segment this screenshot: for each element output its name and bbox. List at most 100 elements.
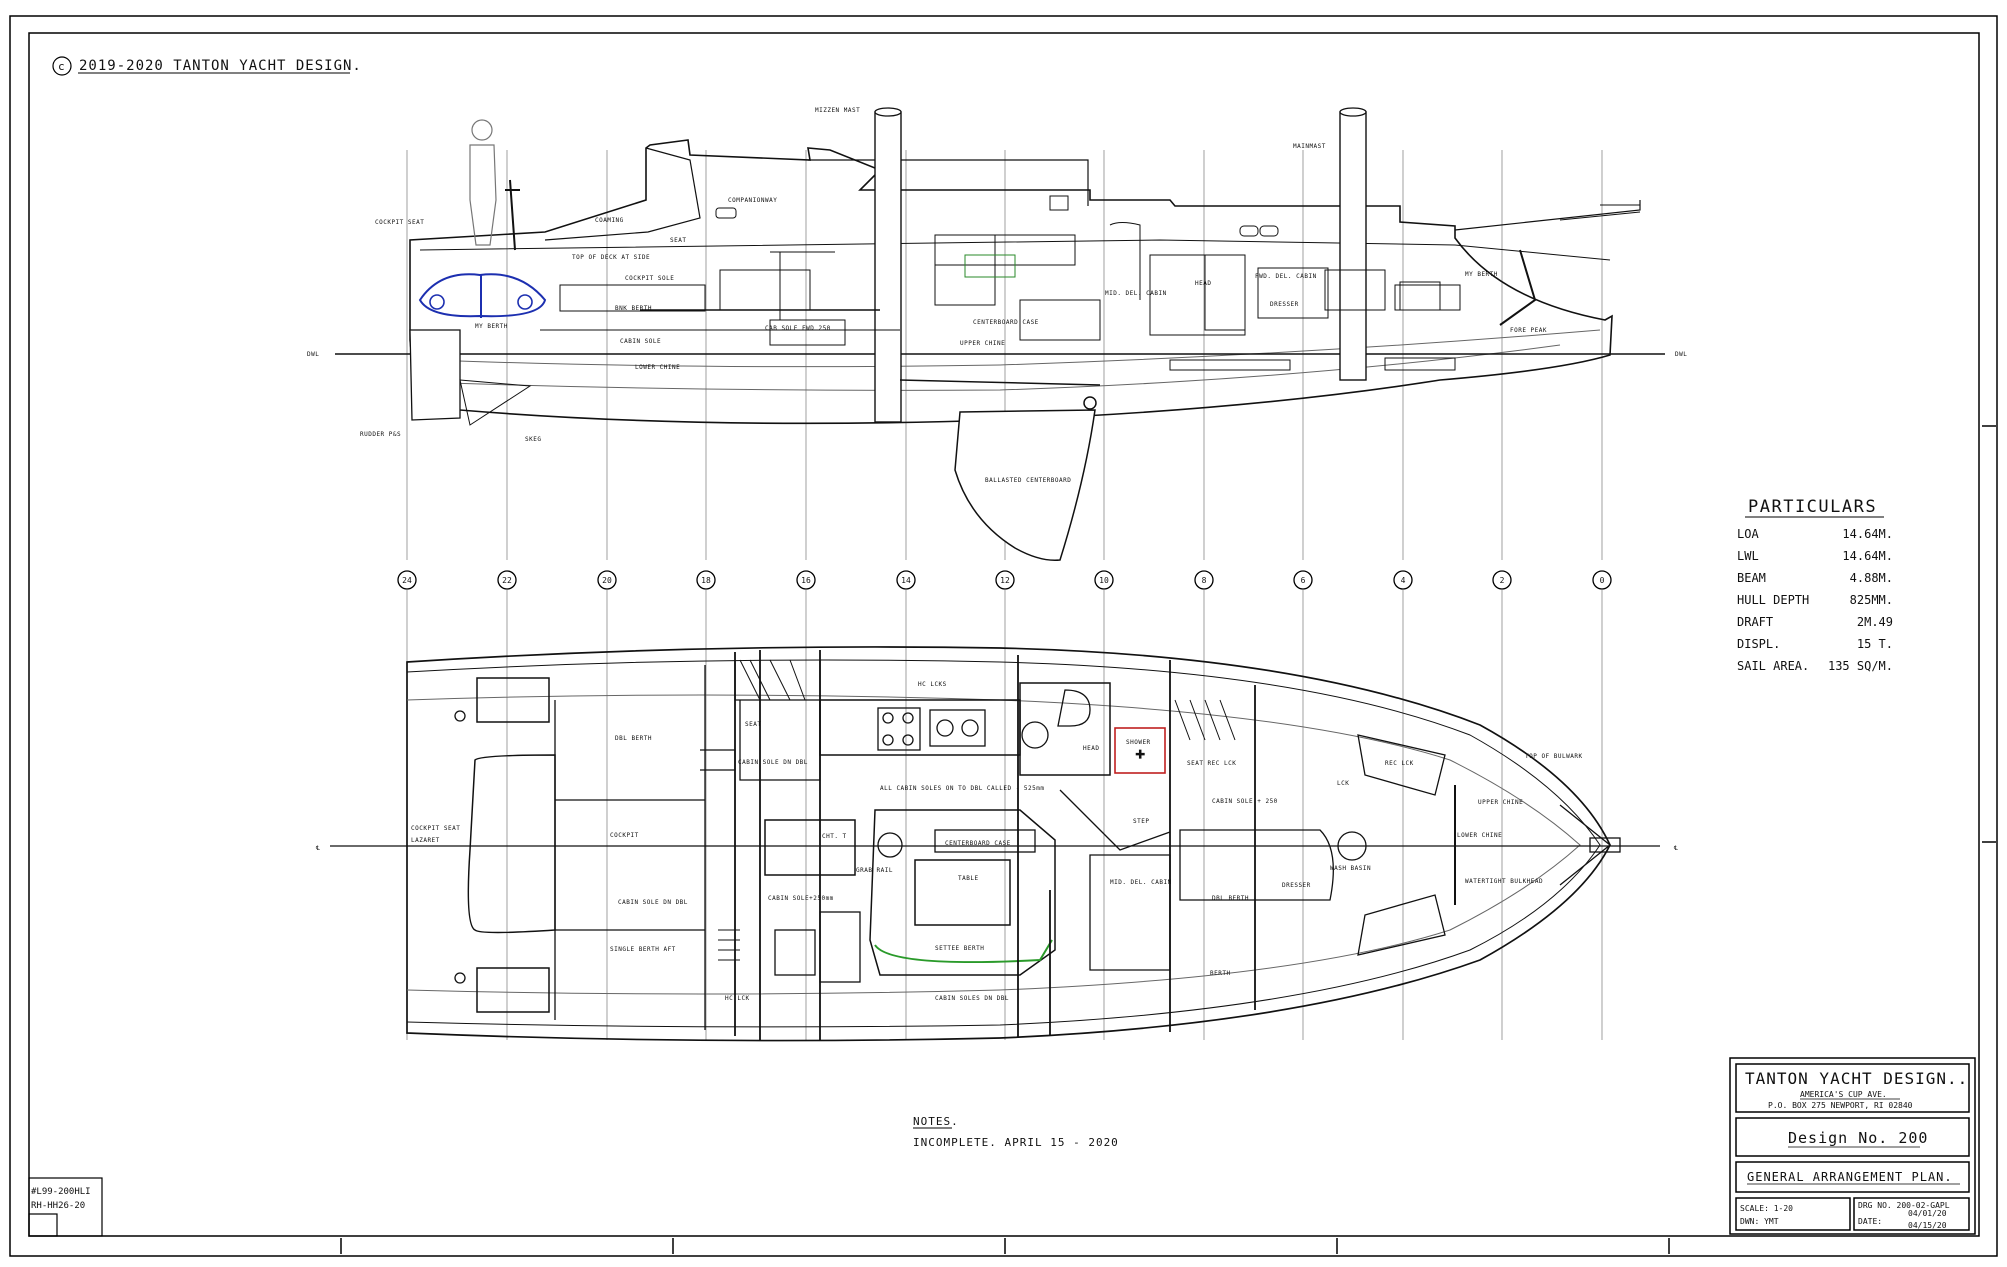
title-block-text: TANTON YACHT DESIGN.. AMERICA'S CUP AVE.… bbox=[1740, 1069, 1967, 1230]
dwl-right-label: DWL bbox=[1675, 351, 1687, 358]
berth-label: BERTH bbox=[1210, 970, 1231, 977]
dwn-text: DWN: YMT bbox=[1740, 1217, 1779, 1226]
lower-chine-profile-label: LOWER CHINE bbox=[635, 364, 680, 371]
main-mast bbox=[1339, 111, 1367, 381]
helmsman-figure bbox=[469, 119, 497, 246]
date-2: 04/15/20 bbox=[1908, 1221, 1947, 1230]
table-label: TABLE bbox=[958, 875, 979, 882]
cockpit-seat-plan-label: COCKPIT SEAT bbox=[411, 825, 460, 832]
station-number: 24 bbox=[402, 576, 412, 585]
chart-table bbox=[764, 819, 856, 876]
head-bulkhead bbox=[1059, 789, 1171, 851]
all-cabin-soles-label: ALL CABIN SOLES ON TO DBL CALLED - 525mm bbox=[880, 785, 1045, 792]
dbl-berth-aft-label: DBL BERTH bbox=[615, 735, 652, 742]
aft-hatch-port bbox=[476, 677, 550, 723]
plan-view: ✛ bbox=[330, 590, 1660, 1042]
shower-drain-icon: ✛ bbox=[1136, 746, 1144, 762]
top-of-deck-label: TOP OF DECK AT SIDE bbox=[572, 254, 650, 261]
notes-title: NOTES. bbox=[913, 1115, 959, 1128]
drawing-title: GENERAL ARRANGEMENT PLAN. bbox=[1747, 1170, 1953, 1184]
cabin-sole-250-label: CABIN SOLE+250mm bbox=[768, 895, 834, 902]
wash-basin-label: WASH BASIN bbox=[1330, 865, 1371, 872]
bunk-berth-label: BNK BERTH bbox=[615, 305, 652, 312]
head-plan-label: HEAD bbox=[1083, 745, 1099, 752]
station-number: 8 bbox=[1202, 576, 1207, 585]
profile-labels: DWL DWL MIZZEN MAST MAINMAST COCKPIT SEA… bbox=[307, 107, 1687, 484]
mizzen-mast-top bbox=[874, 107, 902, 117]
cabin-sole-profile-label: CABIN SOLE bbox=[620, 338, 661, 345]
cockpit-seat-label: COCKPIT SEAT bbox=[375, 219, 424, 226]
profile-interior bbox=[540, 195, 1461, 386]
hc-lck-label: HC LCK bbox=[725, 995, 750, 1002]
head-profile-label: HEAD bbox=[1195, 280, 1211, 287]
winch-port bbox=[454, 710, 466, 722]
centerboard-case-plan-label: CENTERBOARD CASE bbox=[945, 840, 1011, 847]
stove-burners bbox=[877, 707, 986, 751]
saloon-settee bbox=[869, 809, 1056, 976]
particular-value: 2M.49 bbox=[1857, 615, 1893, 629]
station-marker-circle bbox=[597, 570, 617, 590]
station-marker-circle bbox=[1393, 570, 1413, 590]
mid-cabin bbox=[1089, 854, 1171, 971]
station-number: 22 bbox=[502, 576, 512, 585]
fwd-cabin-berth bbox=[1179, 829, 1334, 901]
lck-label: LCK bbox=[1337, 780, 1349, 787]
fore-peak-label: FORE PEAK bbox=[1510, 327, 1547, 334]
copyright-symbol: c bbox=[58, 60, 65, 73]
fore-peak-plan bbox=[1559, 804, 1612, 886]
skeg bbox=[459, 379, 532, 426]
deck-sheer-line bbox=[419, 239, 1611, 261]
cabin-sole-dn-dbl-label: CABIN SOLE DN DBL bbox=[738, 759, 808, 766]
winch-stbd bbox=[454, 972, 466, 984]
particular-value: 15 T. bbox=[1857, 637, 1893, 651]
rudder-post-label: RUDDER P&S bbox=[360, 431, 401, 438]
my-berth-fwd-label: MY BERTH bbox=[1465, 271, 1498, 278]
notes-text: INCOMPLETE. APRIL 15 - 2020 bbox=[913, 1136, 1119, 1149]
shower-stall bbox=[1114, 727, 1166, 774]
station-marker-circle bbox=[1492, 570, 1512, 590]
border-ticks bbox=[340, 425, 1996, 1254]
cabin-sole-fwd-plan-label: CABIN SOLE + 250 bbox=[1212, 798, 1278, 805]
station-number: 4 bbox=[1401, 576, 1406, 585]
nav-seat bbox=[774, 929, 816, 976]
particular-value: 4.88M. bbox=[1850, 571, 1893, 585]
chine-line-profile bbox=[429, 329, 1601, 368]
engine-pulley-left bbox=[429, 294, 445, 310]
deck-edge-plan bbox=[406, 659, 1601, 1028]
stairs bbox=[718, 929, 740, 961]
fwd-del-cabin-label: FWD. DEL. CABIN bbox=[1255, 273, 1317, 280]
fwd-locker-stbd bbox=[1357, 894, 1446, 956]
centerboard-pivot bbox=[1083, 396, 1097, 410]
date-label: DATE: bbox=[1858, 1217, 1882, 1226]
aft-cabin-berths bbox=[554, 665, 736, 1030]
particular-value: 14.64M. bbox=[1842, 549, 1893, 563]
dresser-plan-label: DRESSER bbox=[1282, 882, 1311, 889]
station-marker-circle bbox=[497, 570, 517, 590]
profile-seat-label: SEAT bbox=[670, 237, 686, 244]
rec-lck-label: REC LCK bbox=[1385, 760, 1414, 767]
particular-label: DISPL. bbox=[1737, 637, 1780, 651]
hc-lcks-label: HC LCKS bbox=[918, 681, 947, 688]
settee-green bbox=[874, 939, 1053, 964]
address-line-1: AMERICA'S CUP AVE. bbox=[1800, 1090, 1887, 1099]
grab-rail-label: GRAB RAIL bbox=[856, 867, 893, 874]
chart-table-label: CHT. T bbox=[822, 833, 847, 840]
mizzen-mast bbox=[874, 111, 902, 423]
main-mast-top bbox=[1339, 107, 1367, 117]
bow-pulpit bbox=[1454, 200, 1641, 231]
ballasted-cb-label: BALLASTED CENTERBOARD bbox=[985, 477, 1071, 484]
particular-value: 825MM. bbox=[1850, 593, 1893, 607]
cabin-sole-dbl-label: CABIN SOLE DN DBL bbox=[618, 899, 688, 906]
dbl-berth-plan-label: DBL BERTH bbox=[1212, 895, 1249, 902]
particulars-title: PARTICULARS bbox=[1748, 497, 1877, 517]
drg-no-text: DRG NO. 200-02-GAPL bbox=[1858, 1201, 1950, 1210]
steering-pedestal bbox=[505, 179, 520, 251]
lazaret-label: LAZARET bbox=[411, 837, 440, 844]
upper-chine-profile-label: UPPER CHINE bbox=[960, 340, 1005, 347]
hanging-locker-fwd bbox=[1174, 699, 1236, 741]
mid-del-cabin-plan-label: MID. DEL. CABIN bbox=[1110, 879, 1172, 886]
station-marker-circle bbox=[397, 570, 417, 590]
cl-left-label: ℄ bbox=[315, 845, 320, 852]
